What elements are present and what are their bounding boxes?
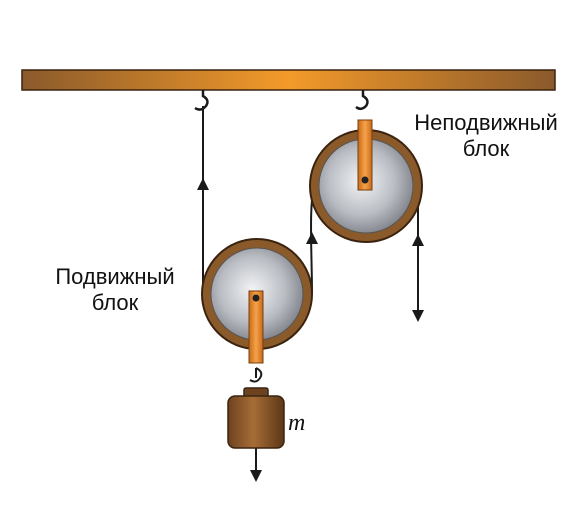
fixed-pulley-axle-bar xyxy=(357,119,373,191)
arrow-down-weight-icon xyxy=(250,470,262,482)
left-hook-icon xyxy=(194,90,209,111)
arrow-up-right-icon xyxy=(412,234,424,246)
fixed-pulley-axle xyxy=(361,176,369,184)
movable-block-label-line1: Подвижный xyxy=(55,264,175,289)
ceiling-beam xyxy=(21,69,556,91)
fixed-block-label-line1: Неподвижный xyxy=(414,110,558,135)
movable-block-label: Подвижный блок xyxy=(30,264,200,316)
fixed-block-label-line2: блок xyxy=(462,136,510,161)
movable-pulley-axle-bar xyxy=(248,290,264,364)
movable-pulley-axle xyxy=(252,294,260,302)
mass-label: m xyxy=(288,410,306,436)
rope-arrows xyxy=(197,178,424,482)
movable-block-label-line2: блок xyxy=(91,290,139,315)
arrow-up-middle-icon xyxy=(306,232,318,244)
fixed-block-label: Неподвижный блок xyxy=(396,110,576,162)
movable-pulley xyxy=(201,238,313,364)
weight xyxy=(227,387,285,449)
arrow-up-left-icon xyxy=(197,178,209,190)
weight-hook-icon xyxy=(249,367,263,383)
fixed-pulley-hook-icon xyxy=(355,90,369,110)
arrow-down-right-icon xyxy=(412,310,424,322)
fixed-pulley xyxy=(309,119,423,243)
